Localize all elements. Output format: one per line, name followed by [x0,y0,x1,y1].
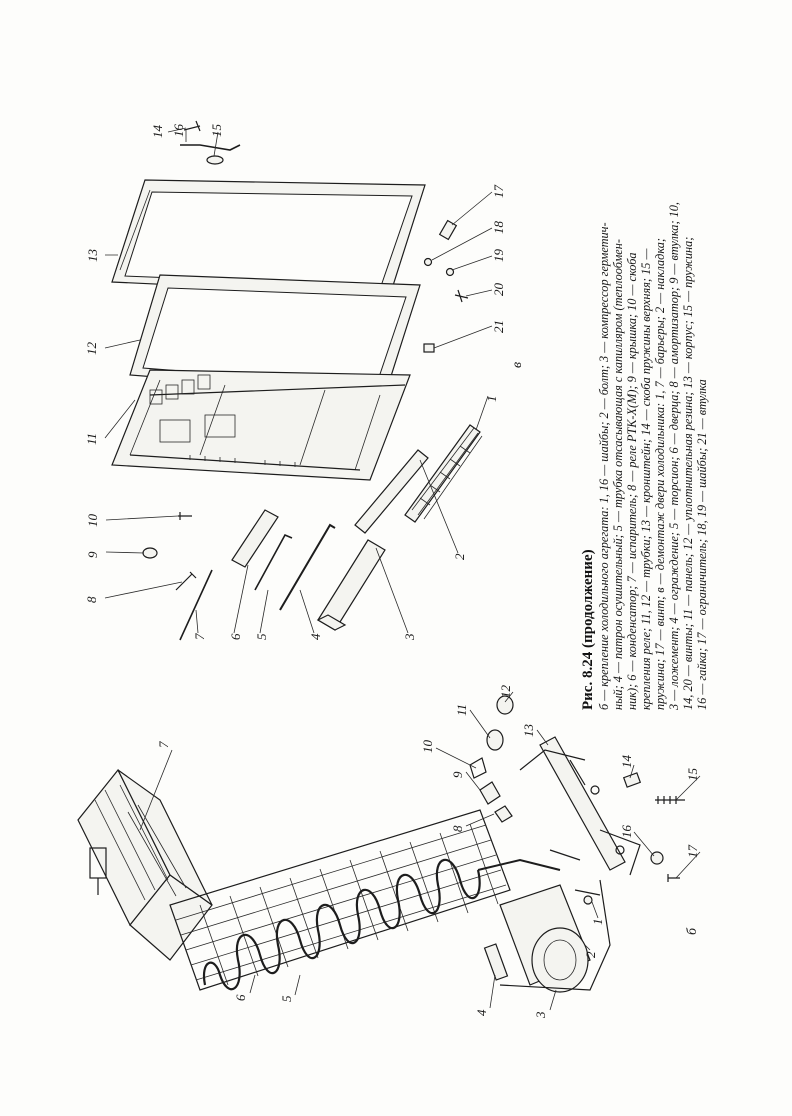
label-b-7: 7 [156,741,171,748]
section-label-v: в [510,362,525,368]
caption-line-4: крепления реле; 11, 12 — трубки; 13 — кр… [639,249,653,710]
label-v-4: 4 [308,633,323,640]
drier-part [483,943,509,981]
label-v-3: 3 [402,633,417,641]
caption-line-3: ник); 6 — конденсатор; 7 — испаритель; 8… [625,252,639,710]
caption-line-5: пружина; 17 — винт; в — демонтаж двери х… [653,238,667,710]
label-b-11: 11 [454,704,469,716]
label-v-11: 11 [84,433,99,445]
label-b-1: 1 [590,919,605,926]
door-panel-part [129,274,421,396]
label-v-17: 17 [491,185,506,199]
label-v-14: 14 [150,125,165,139]
figure-b-drawing: 1 2 3 4 5 6 7 8 9 10 11 12 13 14 15 16 1… [77,685,701,1019]
fasteners-b [469,695,685,905]
label-v-13: 13 [85,249,100,263]
label-b-17: 17 [685,845,700,859]
caption-line-8: 16 — гайка; 17 — ограничитель; 18, 19 — … [695,379,709,710]
label-v-21: 21 [491,320,506,333]
label-b-10: 10 [420,740,435,754]
caption-line-7: 14, 20 — винты; 11 — панель; 12 — уплотн… [681,237,695,710]
label-v-2: 2 [452,553,467,560]
label-b-14: 14 [619,755,634,769]
label-v-9: 9 [85,551,100,558]
caption: Рис. 8.24 (продолжение) б — крепление хо… [580,202,709,711]
label-b-13: 13 [521,724,536,738]
label-b-5: 5 [279,995,294,1002]
label-v-12: 12 [84,342,99,356]
caption-title: Рис. 8.24 (продолжение) [580,549,596,710]
figure-v-labels: 1 2 3 4 5 6 7 8 9 10 11 12 13 14 15 16 1… [84,124,525,642]
label-b-4: 4 [474,1009,489,1016]
label-v-16: 16 [171,124,186,138]
label-b-9: 9 [450,771,465,778]
caption-line-6: 3 — ложемент; 4 — ограждение; 5 — торсио… [667,202,681,711]
label-b-6: 6 [233,994,248,1001]
label-v-10: 10 [85,514,100,528]
bracket-part [519,736,641,876]
label-b-8: 8 [450,825,465,832]
guard-torsion-part [179,509,336,641]
label-v-19: 19 [491,249,506,263]
evaporator-part [77,768,213,961]
label-v-5: 5 [254,633,269,640]
door-corpus-part [111,179,426,296]
figure-b-labels: 1 2 3 4 5 6 7 8 9 10 11 12 13 14 15 16 1… [139,685,701,1019]
tray-part [316,539,386,631]
label-v-15: 15 [209,124,224,138]
figure-v-drawing: 1 2 3 4 5 6 7 8 9 10 11 12 13 14 15 16 1… [84,120,525,642]
fasteners-v-left [142,512,197,591]
label-v-18: 18 [491,221,506,235]
label-b-12: 12 [498,685,513,699]
caption-line-2: ный; 4 — патрон осушительный; 5 — трубка… [611,239,625,710]
overlay-part [354,449,429,534]
label-b-16: 16 [619,825,634,839]
condenser-part [169,809,561,991]
label-v-6: 6 [228,633,243,640]
door-liner-part [111,369,411,481]
label-b-2: 2 [583,951,598,958]
caption-line-1: б — крепление холодильного агрегата: 1, … [597,222,611,710]
fasteners-v-right [180,120,469,353]
section-label-b: б [685,927,700,935]
label-v-8: 8 [84,596,99,603]
label-v-20: 20 [491,283,506,297]
label-v-7: 7 [192,633,207,640]
compressor-part [499,879,611,993]
label-b-3: 3 [533,1011,548,1019]
label-v-1: 1 [484,396,499,403]
label-b-15: 15 [685,768,700,782]
barrier-grid-part [404,424,483,523]
